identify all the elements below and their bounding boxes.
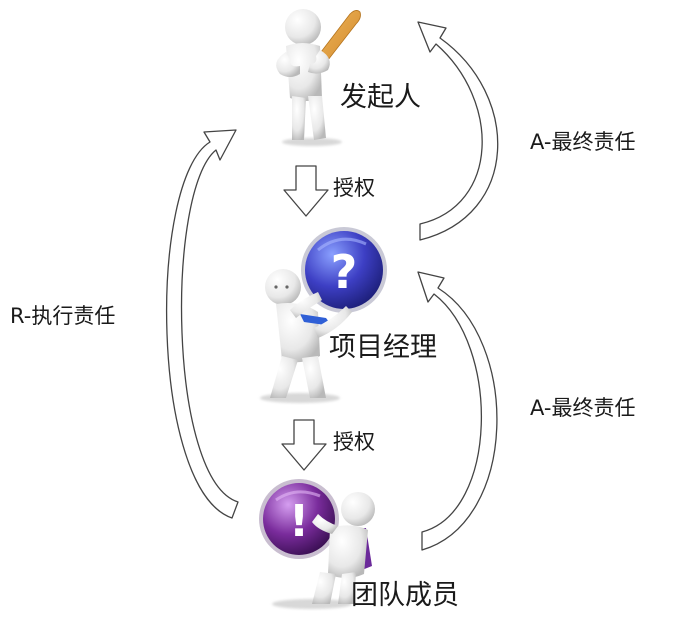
execution-responsibility-arrow [165, 129, 239, 519]
execution-responsibility-label: R-执行责任 [10, 304, 116, 328]
authorization-arrow-bottom [281, 419, 327, 471]
team-members-label: 团队成员 [351, 580, 459, 611]
project-manager-label: 项目经理 [329, 332, 437, 363]
authorization-label-bottom: 授权 [333, 430, 375, 454]
svg-text:?: ? [331, 245, 358, 299]
authorization-arrow-top [283, 165, 329, 217]
final-responsibility-arrow-top [417, 21, 499, 241]
final-responsibility-arrow-bottom [417, 271, 498, 551]
initiator-label: 发起人 [340, 82, 421, 113]
svg-text:!: ! [289, 496, 309, 547]
final-responsibility-label-bottom: A-最终责任 [530, 396, 636, 420]
final-responsibility-label-top: A-最终责任 [530, 130, 636, 154]
team-member-figure-icon: ! [259, 479, 375, 609]
project-manager-figure-icon: ? [260, 227, 387, 403]
authorization-label-top: 授权 [333, 176, 375, 200]
initiator-figure-icon [276, 9, 361, 146]
